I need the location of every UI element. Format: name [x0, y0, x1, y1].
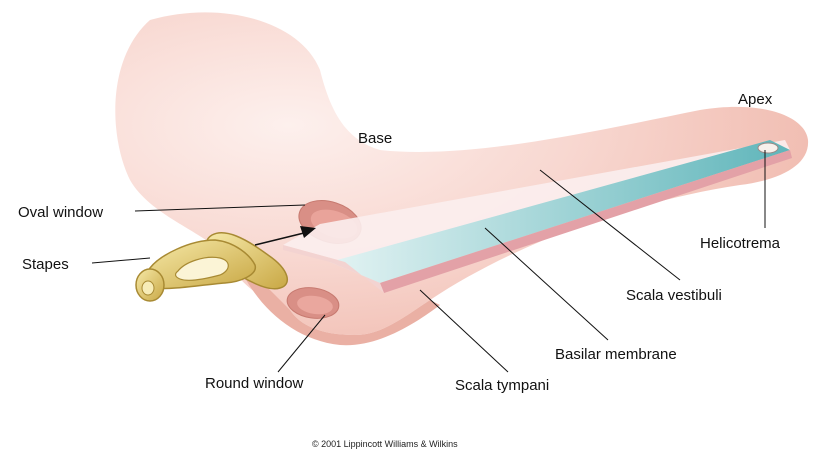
label-helicotrema: Helicotrema: [700, 235, 781, 252]
label-base: Base: [358, 130, 392, 147]
label-round-window: Round window: [205, 375, 304, 392]
leader-basilar-membrane: [485, 228, 608, 340]
copyright-notice: © 2001 Lippincott Williams & Wilkins: [312, 439, 458, 449]
label-scala-tympani: Scala tympani: [455, 377, 549, 394]
label-stapes: Stapes: [22, 256, 69, 273]
label-basilar-membrane: Basilar membrane: [555, 346, 677, 363]
label-scala-vestibuli: Scala vestibuli: [626, 287, 722, 304]
helicotrema: [758, 143, 778, 153]
leader-stapes: [92, 258, 150, 263]
leader-scala-tympani: [420, 290, 508, 372]
stapes-head-tip: [142, 281, 154, 295]
label-apex: Apex: [738, 91, 773, 108]
label-oval-window: Oval window: [18, 204, 103, 221]
